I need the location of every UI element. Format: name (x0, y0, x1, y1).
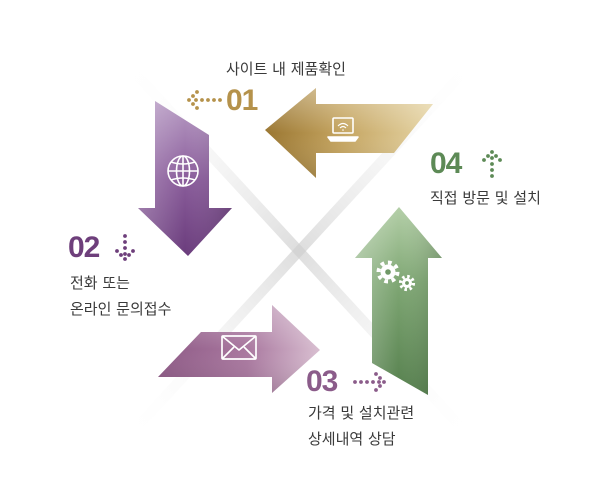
step-01-description: 사이트 내 제품확인 (226, 56, 346, 82)
dotted-right-arrow-icon (353, 372, 386, 392)
gears-icon (376, 260, 416, 292)
envelope-icon (221, 335, 257, 360)
dotted-up-arrow-icon (482, 150, 502, 178)
step-02-line-1: 전화 또는 (70, 274, 130, 292)
step-02-number: 02 (68, 231, 100, 264)
step-04-description: 직접 방문 및 설치 (430, 185, 541, 211)
globe-icon (167, 155, 199, 187)
dotted-down-arrow-icon (115, 234, 135, 261)
step-02-arrow (138, 101, 232, 256)
dotted-left-arrow-icon (187, 90, 222, 110)
step-01-line-1: 사이트 내 제품확인 (226, 60, 346, 78)
step-01-arrow (265, 88, 433, 178)
step-03-line-1: 가격 및 설치관련 (308, 404, 415, 422)
step-03-number: 03 (306, 365, 338, 398)
step-03-line-2: 상세내역 상담 (308, 430, 396, 448)
step-03-description: 가격 및 설치관련 상세내역 상담 (308, 400, 414, 452)
step-04-line-1: 직접 방문 및 설치 (430, 189, 541, 207)
step-03-arrow (158, 305, 320, 393)
step-02-description: 전화 또는 온라인 문의접수 (70, 270, 171, 322)
step-02-line-2: 온라인 문의접수 (70, 300, 172, 318)
step-04-number: 04 (430, 147, 462, 180)
laptop-icon (327, 117, 359, 142)
step-04-arrow (355, 207, 442, 395)
step-01-number: 01 (226, 84, 258, 117)
